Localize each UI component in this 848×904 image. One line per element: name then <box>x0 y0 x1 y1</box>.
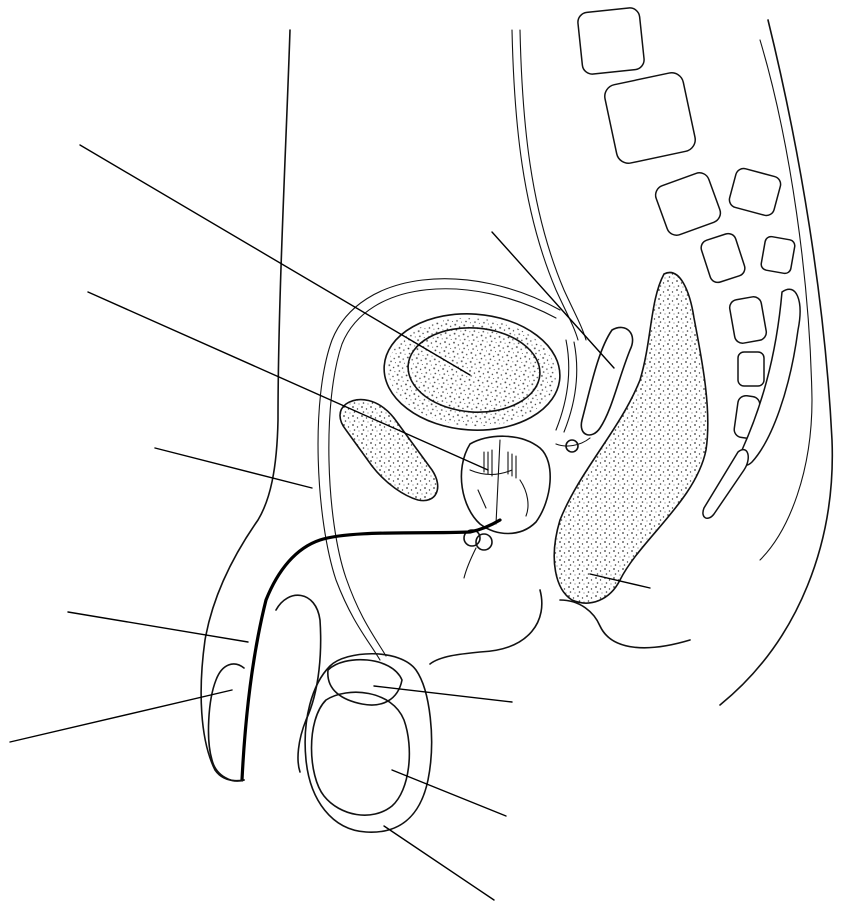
vertebra-1 <box>577 7 645 75</box>
coccyx-tip <box>703 450 748 519</box>
leader-line-scrotum <box>384 826 494 900</box>
vertebra-8 <box>738 352 764 386</box>
leader-line-bladder <box>80 145 470 375</box>
leader-line-urethra <box>68 612 248 642</box>
pubic-bone <box>340 400 438 501</box>
buttock-outline <box>560 600 690 648</box>
epididymis <box>328 660 402 705</box>
leader-lines <box>10 145 650 900</box>
leader-line-testis <box>392 770 506 816</box>
leader-line-epididymis <box>374 686 512 702</box>
vertebra-7 <box>728 296 767 345</box>
ureter-inner <box>520 30 586 340</box>
vertebra-5 <box>699 232 747 285</box>
vertebra-2 <box>603 71 698 166</box>
prostate <box>461 436 550 533</box>
rectum <box>554 273 708 604</box>
abdominal-wall-outline <box>201 30 290 781</box>
ejaculatory-duct-ridges <box>556 340 590 446</box>
leader-line-vas-deferens <box>155 448 312 488</box>
vertebra-4 <box>728 167 783 218</box>
urethra <box>242 520 500 780</box>
vertebra-3 <box>653 170 723 238</box>
leader-line-penis <box>10 690 232 742</box>
vertebra-6 <box>760 236 795 275</box>
scrotum-outline <box>305 654 431 832</box>
bladder-wall-stipple <box>384 312 559 431</box>
perineum-outline <box>430 590 542 664</box>
penis-outline <box>209 664 244 781</box>
bulbourethral-duct <box>464 548 476 578</box>
prostate-lobe-lines <box>470 440 528 524</box>
testis <box>312 692 410 815</box>
penis-shaft-outline <box>276 595 321 772</box>
